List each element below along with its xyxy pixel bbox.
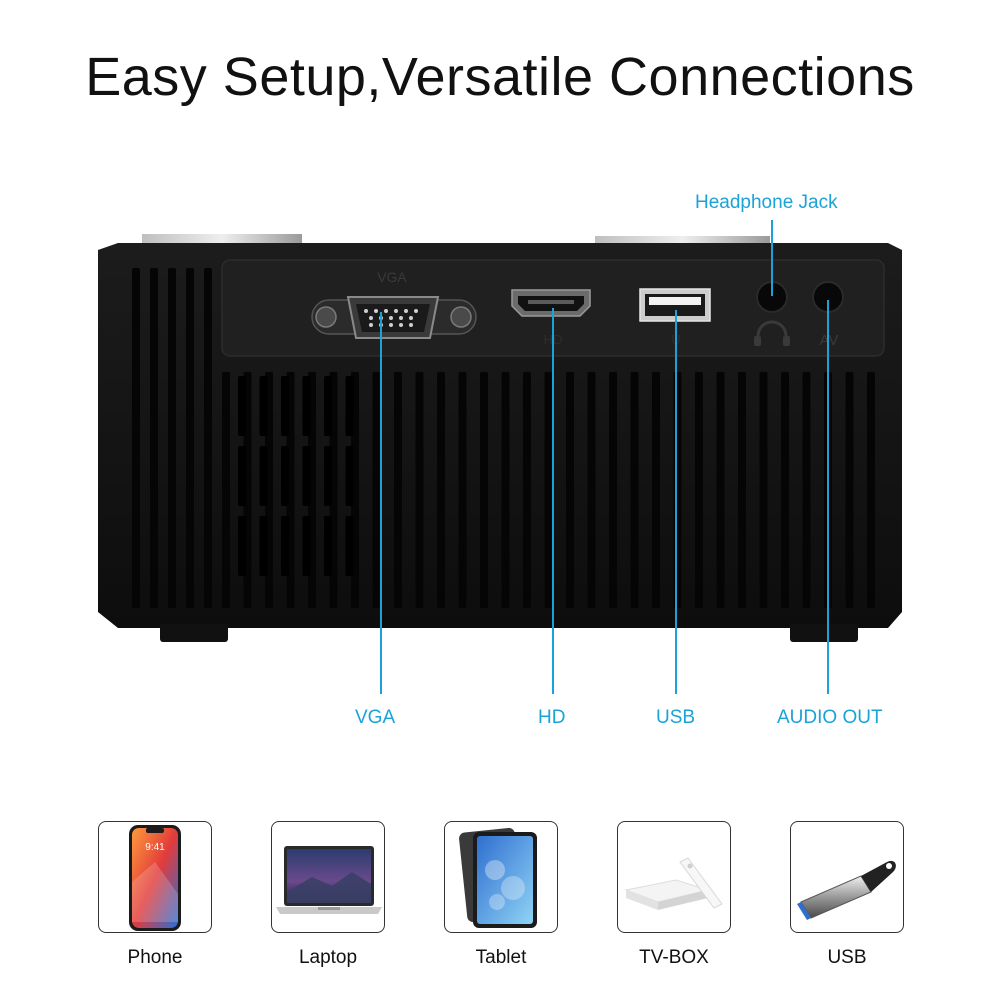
vent-slot [630,372,639,608]
hd-callout: HD [538,707,566,728]
vga-port-label: VGA [377,269,407,285]
vent-slot [259,376,268,436]
vent-slot [458,372,467,608]
vent-slot [222,372,230,608]
headphone-icon [756,320,788,344]
page-title: Easy Setup,Versatile Connections [85,47,915,107]
laptop-icon [276,846,382,914]
vent-slot [238,516,246,576]
tv-box-icon [624,857,723,910]
vent-slot [281,446,289,506]
vent-slot [281,516,289,576]
vent-slot [609,372,617,608]
vent-slot [394,372,402,608]
vent-slot [501,372,510,608]
ventilation-slots [132,268,875,608]
vent-slot [587,372,596,608]
foot-left [160,624,228,642]
vent-slot [302,446,311,506]
vent-slot [150,268,158,608]
device-label-phone: Phone [127,947,183,968]
vent-slot [324,446,332,506]
vent-slot [523,372,531,608]
vent-slot [204,268,212,608]
vent-slot [695,372,703,608]
foot-right [790,624,858,642]
vent-slot [238,446,246,506]
vent-slot [345,376,354,436]
headphone-jack-callout: Headphone Jack [695,192,838,213]
vent-slot [566,372,574,608]
vent-slot [302,516,311,576]
vga-port: VGA [311,269,477,339]
vent-slot [259,446,268,506]
device-card-laptop [271,821,385,933]
audio-out-callout: AUDIO OUT [777,707,883,728]
vent-slot [415,372,424,608]
hd-port: HD [511,289,591,347]
vent-slot [324,376,332,436]
smartphone-icon: 9:41 [129,825,181,931]
vent-slot [759,372,768,608]
vent-slot [673,372,682,608]
vent-slot [544,372,553,608]
vent-slot [186,268,194,608]
vent-slot [238,376,246,436]
callout-lines [380,220,829,694]
vent-slot [281,376,289,436]
vent-slot [802,372,811,608]
usb-callout: USB [656,707,696,728]
device-label-laptop: Laptop [298,947,358,968]
vent-slot [345,446,354,506]
top-buttons [142,234,770,244]
device-card-phone: 9:41 [98,821,212,933]
vent-slot [716,372,725,608]
device-label-usb: USB [827,947,867,968]
vent-slot [437,372,445,608]
vent-slot [345,516,354,576]
vent-slot [168,268,176,608]
device-card-tablet [444,821,558,933]
vent-slot [132,268,140,608]
device-label-tablet: Tablet [475,947,527,968]
vent-slot [652,372,660,608]
device-card-usb [790,821,904,933]
vga-callout: VGA [355,707,396,728]
device-card-tv-box [617,821,731,933]
vent-slot [781,372,789,608]
headphone-jack [754,281,790,346]
vent-slot [324,516,332,576]
vent-slot [738,372,746,608]
vent-slot [259,516,268,576]
tablet-icon [459,827,537,928]
usb-drive-icon [797,860,896,920]
vent-slot [372,372,381,608]
phone-clock: 9:41 [145,842,165,853]
vent-slot [480,372,488,608]
vent-slot [845,372,854,608]
vent-slot [867,372,875,608]
vent-slot [302,376,311,436]
device-label-tv-box: TV-BOX [639,947,709,968]
